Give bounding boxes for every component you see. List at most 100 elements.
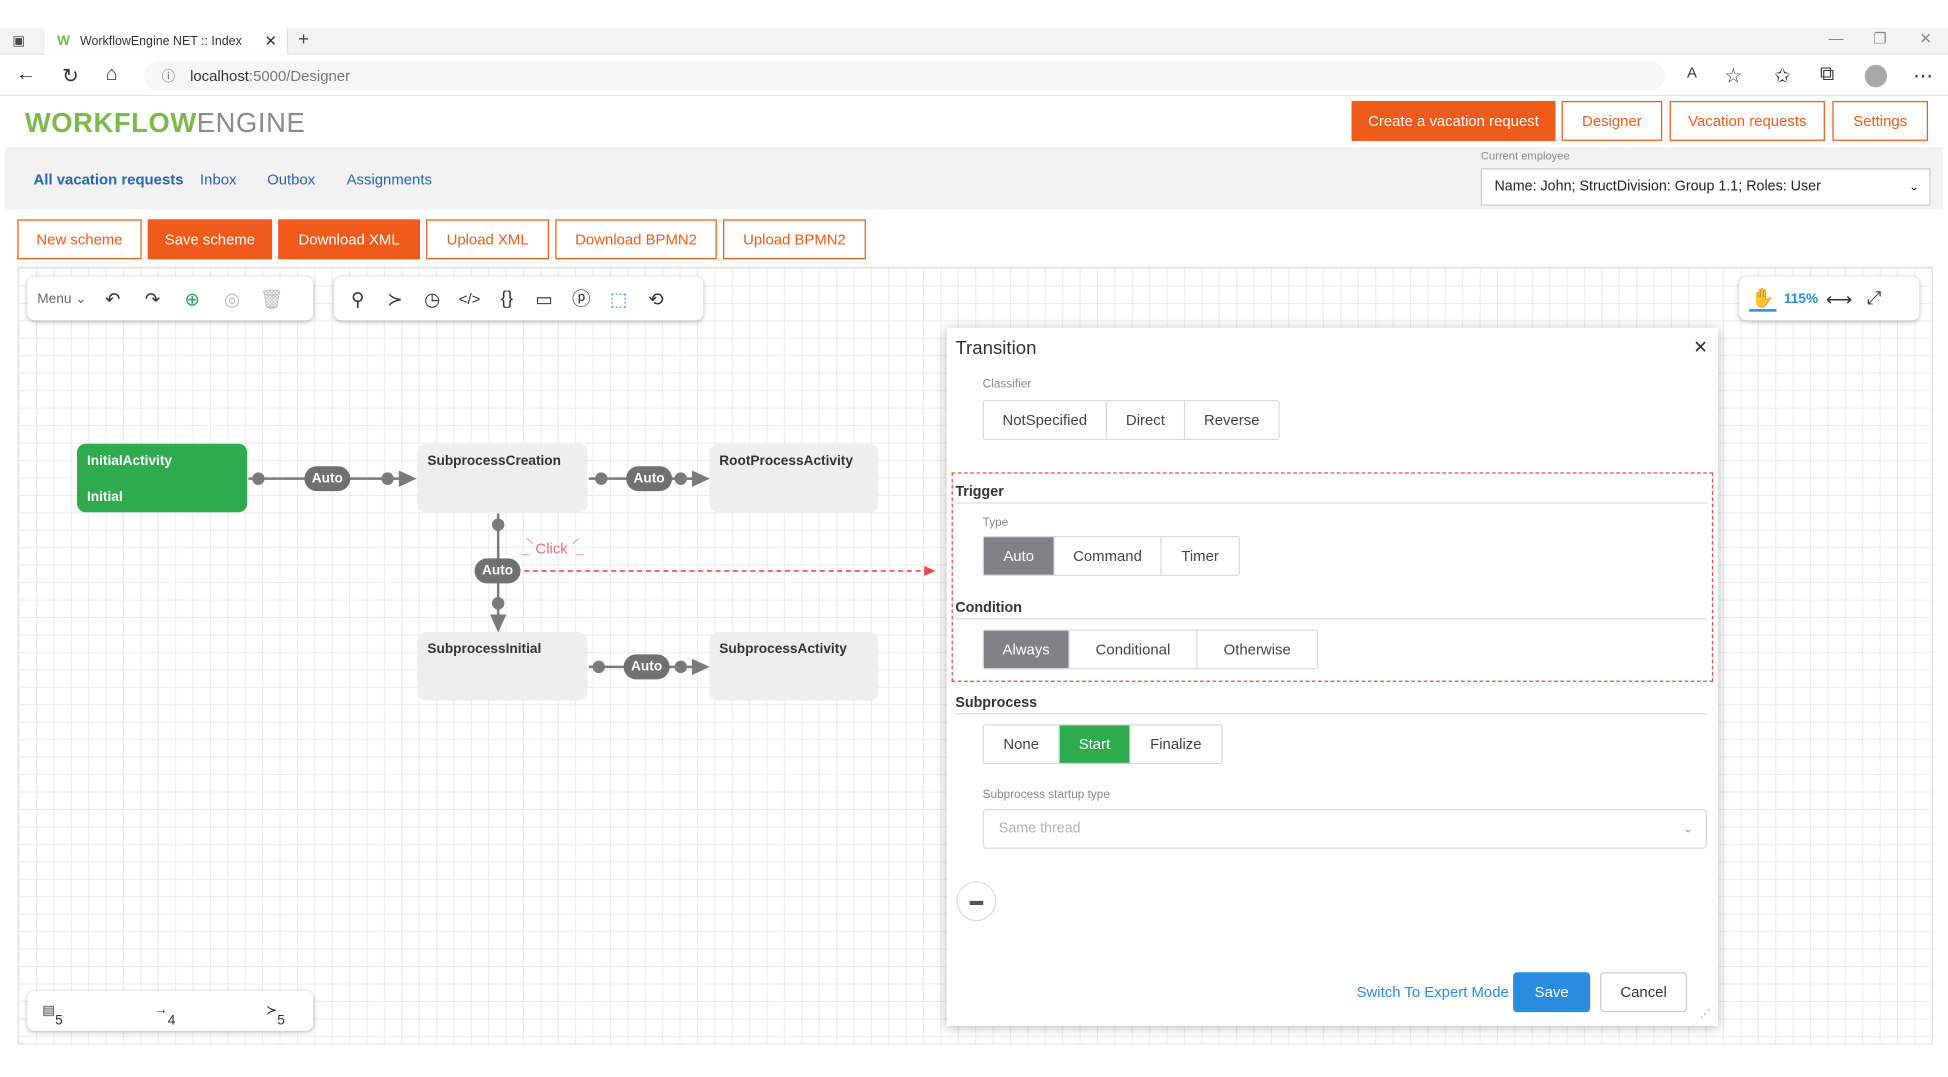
delete-icon[interactable]: 🗑: [259, 288, 284, 310]
back-icon[interactable]: ←: [16, 63, 37, 85]
timers-icon[interactable]: ◷: [424, 288, 441, 310]
cancel-button[interactable]: Cancel: [1600, 972, 1688, 1013]
close-icon[interactable]: ✕: [1693, 336, 1708, 357]
transition-label[interactable]: Auto: [474, 558, 521, 584]
connector-start-dot: [252, 472, 265, 485]
copy-icon[interactable]: ◎: [223, 288, 241, 310]
activity-subprocesscreation[interactable]: SubprocessCreation: [417, 443, 588, 513]
menu-button[interactable]: Menu ⌄: [37, 291, 87, 307]
create-vacation-request-button[interactable]: Create a vacation request: [1351, 100, 1556, 141]
new-scheme-button[interactable]: New scheme: [17, 219, 142, 260]
trigger-timer[interactable]: Timer: [1161, 537, 1239, 575]
divider: [955, 502, 1707, 504]
transition-label[interactable]: Auto: [304, 466, 351, 492]
save-button[interactable]: Save: [1513, 972, 1591, 1013]
resize-handle-icon[interactable]: ⋰: [1699, 1007, 1711, 1020]
transition-label[interactable]: Auto: [623, 654, 670, 680]
condition-otherwise[interactable]: Otherwise: [1197, 630, 1317, 669]
subprocess-finalize[interactable]: Finalize: [1130, 725, 1222, 763]
condition-always[interactable]: Always: [983, 630, 1070, 669]
classifier-notspecified[interactable]: NotSpecified: [983, 401, 1107, 439]
nav-inbox[interactable]: Inbox: [200, 170, 237, 189]
close-window-icon[interactable]: ✕: [1919, 29, 1932, 48]
activity-subprocessactivity[interactable]: SubprocessActivity: [709, 631, 879, 701]
classifier-reverse[interactable]: Reverse: [1185, 401, 1279, 439]
startup-type-label: Subprocess startup type: [982, 787, 1110, 802]
code-actions-icon[interactable]: </>: [458, 289, 481, 308]
activity-rootprocessactivity[interactable]: RootProcessActivity: [709, 443, 879, 513]
classifier-direct[interactable]: Direct: [1106, 401, 1186, 439]
activity-subprocessinitial[interactable]: SubprocessInitial: [417, 631, 588, 701]
profile-avatar[interactable]: [1864, 64, 1888, 88]
process-info-icon[interactable]: ⓟ: [572, 289, 591, 311]
app-logo[interactable]: WORKFLOWENGINE: [25, 107, 305, 139]
selection-icon[interactable]: ⬚: [609, 288, 628, 310]
subprocess-start[interactable]: Start: [1059, 725, 1131, 763]
close-tab-icon[interactable]: ✕: [264, 32, 278, 50]
add-activity-icon[interactable]: ⊕: [184, 288, 201, 310]
commands-count: ≻ 5: [265, 1003, 285, 1029]
activities-count: ▤ 5: [42, 1003, 63, 1029]
browser-tab[interactable]: W WorkflowEngine NET :: Index ✕: [44, 27, 289, 55]
subprocess-title: Subprocess: [955, 695, 1038, 711]
url-path: :5000/Designer: [248, 67, 351, 85]
vacation-requests-button[interactable]: Vacation requests: [1669, 100, 1825, 141]
redo-icon[interactable]: ↷: [144, 288, 161, 310]
nav-outbox[interactable]: Outbox: [267, 170, 316, 189]
new-tab-icon[interactable]: +: [298, 28, 310, 50]
download-xml-button[interactable]: Download XML: [278, 219, 420, 260]
nav-all-vacation-requests[interactable]: All vacation requests: [33, 170, 184, 189]
info-icon[interactable]: ⓘ: [161, 69, 176, 85]
designer-button[interactable]: Designer: [1561, 100, 1663, 141]
current-employee-label: Current employee: [1480, 149, 1570, 163]
transition-label[interactable]: Auto: [626, 466, 673, 492]
favorites-icon[interactable]: ✩: [1774, 66, 1791, 88]
collections-icon[interactable]: ⧉: [1819, 63, 1835, 85]
upload-bpmn2-button[interactable]: Upload BPMN2: [723, 219, 866, 260]
activity-name: InitialActivity: [86, 453, 173, 469]
actors-icon[interactable]: ⚲: [350, 288, 365, 310]
connector-start-dot: [592, 660, 606, 674]
read-aloud-icon[interactable]: A: [1687, 63, 1698, 82]
comments-icon[interactable]: ▭: [535, 288, 553, 310]
chevron-down-icon: ⌄: [1908, 180, 1920, 194]
type-label: Type: [982, 516, 1009, 530]
fit-width-icon[interactable]: ⟷: [1825, 288, 1853, 310]
nav-assignments[interactable]: Assignments: [346, 170, 432, 189]
trigger-auto[interactable]: Auto: [983, 537, 1055, 575]
download-bpmn2-button[interactable]: Download BPMN2: [555, 219, 717, 260]
fullscreen-icon[interactable]: ⤢: [1866, 287, 1882, 310]
current-employee-select[interactable]: Name: John; StructDivision: Group 1.1; R…: [1480, 168, 1931, 206]
click-hint-label: Click: [535, 539, 568, 558]
click-burst-icon: [521, 538, 584, 556]
comment-icon[interactable]: ▬: [956, 881, 997, 922]
more-icon[interactable]: ⋯: [1913, 66, 1934, 88]
elements-toolbar: ⚲ ≻ ◷ </> {} ▭ ⓟ ⬚ ⟲: [334, 276, 704, 321]
favorite-add-icon[interactable]: ☆: [1724, 66, 1743, 88]
pan-hand-icon[interactable]: ✋: [1749, 286, 1777, 312]
minimize-icon[interactable]: —: [1828, 29, 1844, 48]
startup-type-select[interactable]: Same thread ⌄: [982, 808, 1707, 849]
activity-name: SubprocessActivity: [719, 641, 847, 657]
subprocess-none[interactable]: None: [983, 725, 1060, 763]
activity-initialactivity[interactable]: InitialActivity Initial: [77, 443, 248, 513]
upload-xml-button[interactable]: Upload XML: [426, 219, 550, 260]
commands-icon[interactable]: ≻: [387, 288, 403, 310]
home-icon[interactable]: ⌂: [105, 63, 118, 85]
current-employee-value: Name: John; StructDivision: Group 1.1; R…: [1494, 179, 1821, 195]
trigger-command[interactable]: Command: [1054, 537, 1162, 575]
tab-title: WorkflowEngine NET :: Index: [79, 34, 242, 48]
parameters-icon[interactable]: {}: [500, 287, 514, 310]
settings-button[interactable]: Settings: [1832, 100, 1929, 141]
undo-icon[interactable]: ↶: [104, 288, 121, 310]
save-scheme-button[interactable]: Save scheme: [147, 219, 273, 260]
history-icon[interactable]: ⟲: [648, 288, 664, 310]
reload-icon[interactable]: ↻: [62, 66, 79, 88]
condition-conditional[interactable]: Conditional: [1069, 630, 1198, 669]
url-field[interactable]: ⓘ localhost:5000/Designer: [144, 61, 1665, 91]
restore-icon[interactable]: ❐: [1873, 29, 1887, 48]
tab-actions-icon[interactable]: ▣: [12, 33, 26, 49]
switch-expert-mode-link[interactable]: Switch To Expert Mode: [1356, 983, 1509, 1001]
zoom-level[interactable]: 115%: [1783, 291, 1819, 307]
transition-dialog: [946, 327, 1719, 1026]
